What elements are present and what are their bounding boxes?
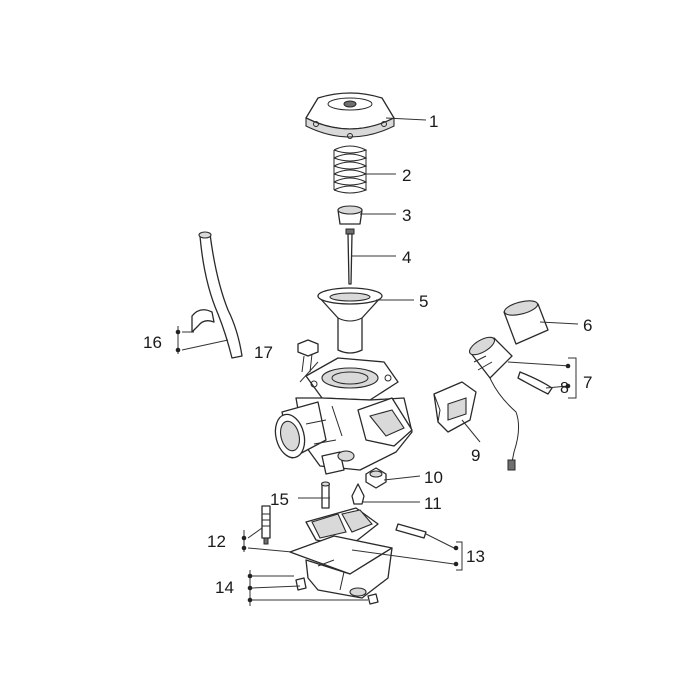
part-cap — [503, 300, 549, 345]
part-slide — [317, 287, 383, 354]
callout-6: 6 — [583, 316, 592, 335]
part-float-bowl — [289, 535, 393, 605]
callout-14: 14 — [215, 578, 234, 597]
part-bracket — [433, 381, 477, 433]
callout-9: 9 — [471, 446, 480, 465]
callout-17: 17 — [254, 343, 273, 362]
part-retainer — [337, 205, 363, 225]
part-needle — [345, 228, 355, 285]
callout-1: 1 — [429, 112, 438, 131]
part-float-valve — [351, 483, 365, 505]
part-idle-jet — [261, 505, 271, 545]
part-screw-17 — [297, 339, 319, 373]
part-nut — [365, 467, 387, 489]
part-clip — [517, 371, 553, 395]
group-brackets — [175, 326, 577, 606]
part-cover — [305, 92, 395, 139]
callout-8: 8 — [560, 380, 569, 397]
callout-4: 4 — [402, 248, 411, 267]
callout-labels: 1 2 3 4 5 6 7 8 9 10 11 12 13 14 15 16 1… — [143, 112, 592, 597]
callout-16: 16 — [143, 333, 162, 352]
callout-7: 7 — [583, 373, 592, 392]
part-main-jet — [320, 481, 331, 509]
callout-12: 12 — [207, 532, 226, 551]
part-choke — [468, 336, 520, 471]
callout-3: 3 — [402, 206, 411, 225]
callout-10: 10 — [424, 468, 443, 487]
part-carburetor-body — [274, 357, 413, 475]
callout-13: 13 — [466, 547, 485, 566]
callout-15: 15 — [270, 490, 289, 509]
callout-5: 5 — [419, 292, 428, 311]
callout-11: 11 — [424, 494, 442, 513]
part-float — [305, 507, 427, 547]
part-spring — [333, 145, 368, 194]
part-vent-hose — [191, 231, 243, 359]
callout-2: 2 — [402, 166, 411, 185]
leader-lines — [181, 117, 579, 601]
